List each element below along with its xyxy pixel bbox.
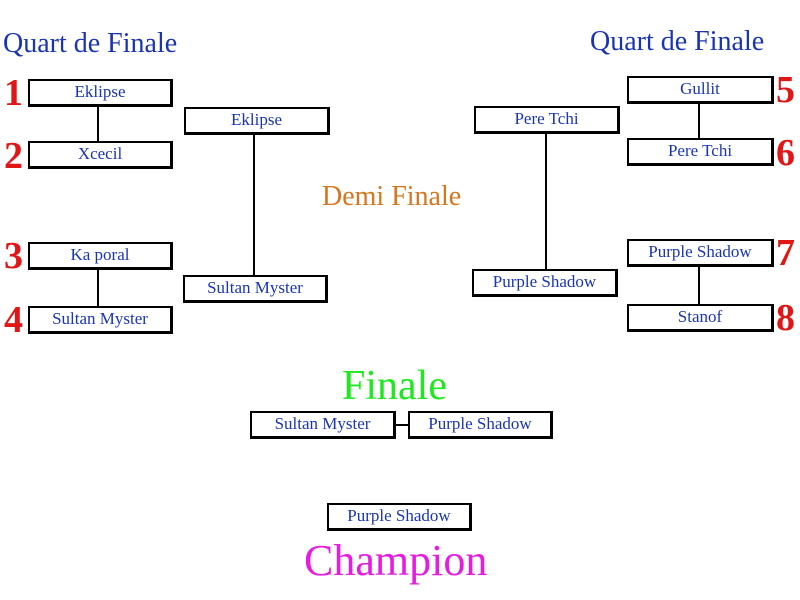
connector-semi-left <box>253 134 255 276</box>
connector-semi-right <box>545 133 547 270</box>
quarter-final-slot-8: Stanof <box>627 304 774 332</box>
connector-qf-left-top <box>97 106 99 142</box>
final-slot-2: Purple Shadow <box>408 411 553 439</box>
seed-number-8: 8 <box>776 297 795 339</box>
quarter-final-slot-1: Eklipse <box>28 79 173 107</box>
seed-number-3: 3 <box>4 235 23 277</box>
semi-final-left-slot-1: Eklipse <box>184 107 330 135</box>
champion-title: Champion <box>304 536 488 585</box>
semi-final-left-slot-2: Sultan Myster <box>183 275 328 303</box>
connector-qf-right-top <box>698 103 700 139</box>
quarter-final-slot-7: Purple Shadow <box>627 239 774 267</box>
seed-number-4: 4 <box>4 299 23 341</box>
quarter-final-right-title: Quart de Finale <box>590 26 765 57</box>
connector-qf-left-bottom <box>97 269 99 307</box>
semi-final-title: Demi Finale <box>322 181 462 212</box>
connector-qf-right-bottom <box>698 266 700 305</box>
seed-number-6: 6 <box>776 132 795 174</box>
seed-number-7: 7 <box>776 232 795 274</box>
final-slot-1: Sultan Myster <box>250 411 396 439</box>
quarter-final-slot-5: Gullit <box>627 76 774 104</box>
champion-slot: Purple Shadow <box>327 503 472 531</box>
seed-number-1: 1 <box>4 72 23 114</box>
quarter-final-slot-6: Pere Tchi <box>627 138 774 166</box>
seed-number-2: 2 <box>4 135 23 177</box>
quarter-final-slot-4: Sultan Myster <box>28 306 173 334</box>
quarter-final-slot-2: Xcecil <box>28 141 173 169</box>
quarter-final-slot-3: Ka poral <box>28 242 173 270</box>
semi-final-right-slot-2: Purple Shadow <box>472 269 618 297</box>
seed-number-5: 5 <box>776 69 795 111</box>
quarter-final-left-title: Quart de Finale <box>3 28 178 59</box>
connector-final <box>395 424 409 426</box>
semi-final-right-slot-1: Pere Tchi <box>474 106 620 134</box>
final-title: Finale <box>342 363 447 409</box>
